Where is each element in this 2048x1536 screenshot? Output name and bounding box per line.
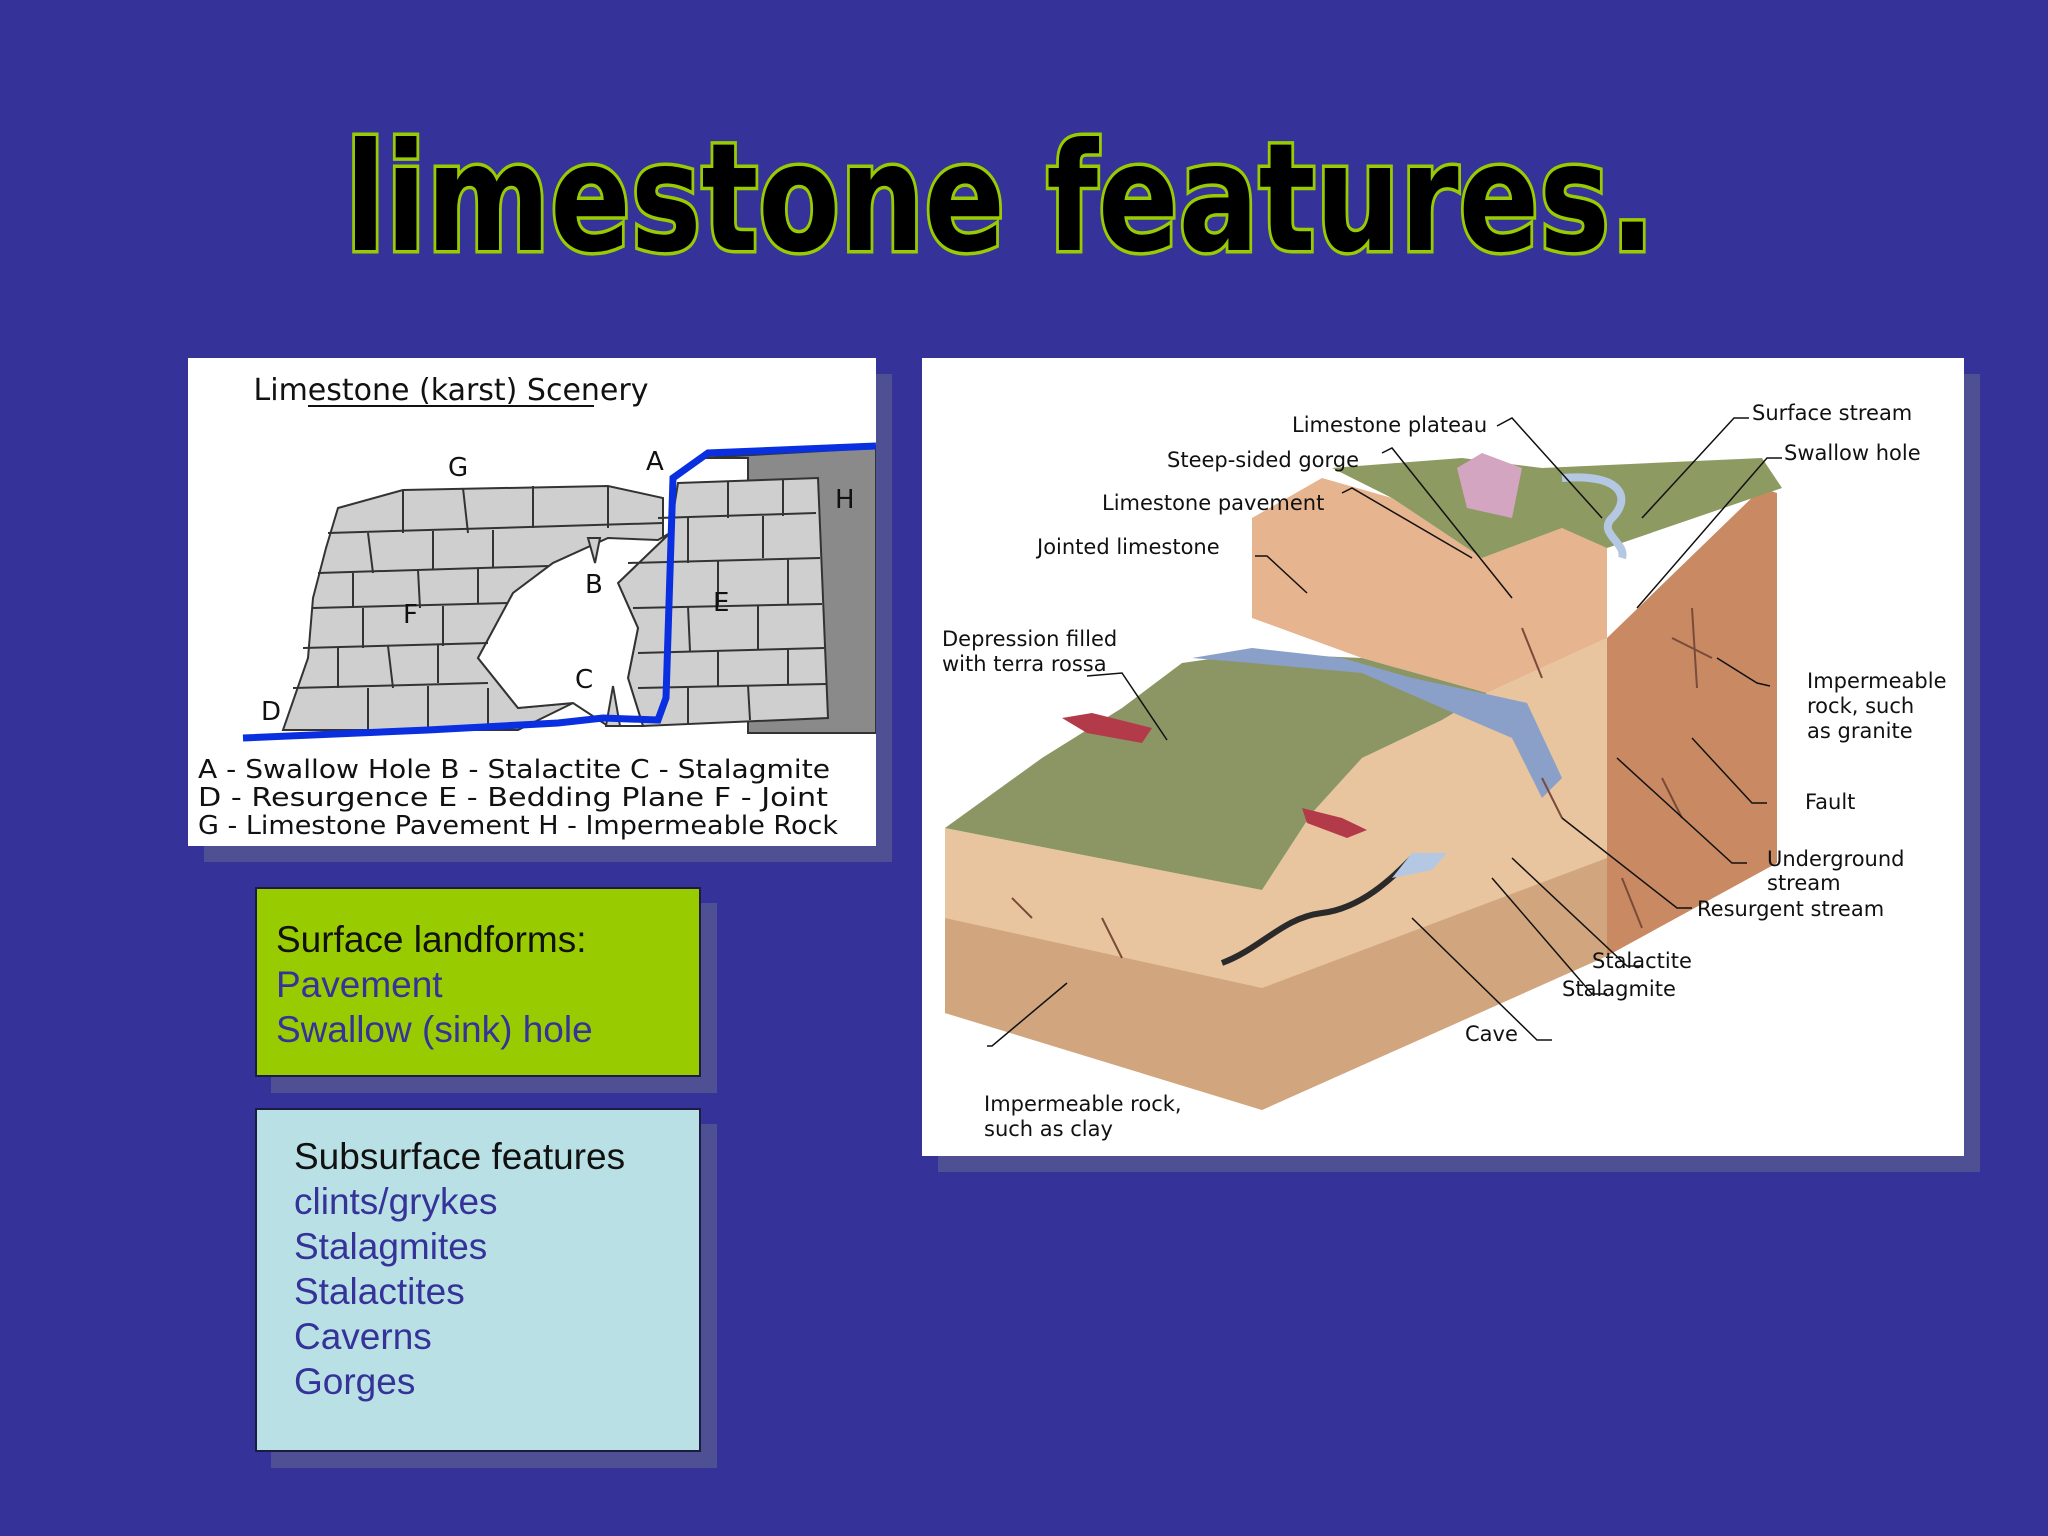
- label-resurgent-stream: Resurgent stream: [1697, 897, 1884, 921]
- limestone-cliff-face: [1252, 478, 1607, 693]
- surface-landforms-box: Surface landforms: Pavement Swallow (sin…: [255, 887, 701, 1077]
- label-c: C: [575, 665, 593, 695]
- label-limestone-pavement: Limestone pavement: [1102, 491, 1324, 515]
- label-jointed-limestone: Jointed limestone: [1035, 535, 1220, 559]
- label-impermeable-clay-1: Impermeable rock,: [984, 1092, 1182, 1116]
- block-diagram-drawing: Limestone plateau Steep-sided gorge Lime…: [942, 401, 1947, 1141]
- impermeable-clay-layer: [945, 858, 1607, 1110]
- label-underground-stream-1: Underground: [1767, 847, 1905, 871]
- label-g: G: [448, 453, 468, 483]
- surface-stream: [1561, 473, 1627, 560]
- label-b: B: [585, 570, 603, 600]
- subsurface-item-stalagmites: Stalagmites: [294, 1226, 488, 1267]
- label-limestone-plateau: Limestone plateau: [1292, 413, 1487, 437]
- bedding-planes: [292, 480, 827, 730]
- label-stalactite: Stalactite: [1592, 949, 1692, 973]
- leader-lines: [987, 417, 1782, 1047]
- slide-title-text: limestone features.: [345, 112, 1655, 286]
- pavement-blocks: [1457, 453, 1522, 518]
- label-a: A: [646, 447, 664, 477]
- karst-diagram-title: Limestone (karst) Scenery: [254, 373, 649, 408]
- lower-limestone-surface: [945, 653, 1487, 890]
- stream-line: [242, 442, 877, 742]
- subsurface-features-heading: Subsurface features: [294, 1136, 626, 1177]
- key-line-3: G - Limestone Pavement H - Impermeable R…: [198, 811, 838, 841]
- key-line-2: D - Resurgence E - Bedding Plane F - Joi…: [198, 783, 828, 813]
- subsurface-item-caverns: Caverns: [294, 1316, 432, 1357]
- cave-passage: [1220, 855, 1415, 966]
- subsurface-item-clints-grykes: clints/grykes: [294, 1181, 498, 1222]
- label-f: F: [403, 600, 418, 630]
- label-depression-line2: with terra rossa: [942, 652, 1107, 676]
- limestone-plateau: [1332, 458, 1782, 558]
- label-stalagmite: Stalagmite: [1562, 977, 1676, 1001]
- karst-block-diagram: Limestone plateau Steep-sided gorge Lime…: [922, 358, 1964, 1156]
- label-steep-sided-gorge: Steep-sided gorge: [1167, 448, 1359, 472]
- label-impermeable-granite-2: rock, such: [1807, 694, 1914, 718]
- label-d: D: [261, 697, 281, 727]
- label-e: E: [713, 588, 729, 618]
- label-underground-stream-2: stream: [1767, 871, 1841, 895]
- cliff-side-face: [1607, 488, 1777, 956]
- fault-lines: [1011, 607, 1713, 959]
- karst-diagram-drawing: Limestone (karst) Scenery: [198, 373, 877, 841]
- stalactite: [586, 537, 602, 564]
- key-line-1: A - Swallow Hole B - Stalactite C - Stal…: [198, 755, 830, 785]
- label-depression-line1: Depression filled: [942, 627, 1117, 651]
- slide-title: limestone features.: [342, 109, 1659, 290]
- underground-stream: [1392, 853, 1447, 878]
- label-surface-stream: Surface stream: [1752, 401, 1912, 425]
- terra-rossa-1: [1062, 713, 1152, 743]
- subsurface-item-stalactites: Stalactites: [294, 1271, 465, 1312]
- terra-rossa-2: [1302, 808, 1367, 838]
- label-cave: Cave: [1465, 1022, 1518, 1046]
- label-impermeable-granite-3: as granite: [1807, 719, 1913, 743]
- surface-item-pavement: Pavement: [276, 964, 443, 1005]
- cave: [476, 532, 671, 727]
- karst-scenery-diagram: Limestone (karst) Scenery: [188, 358, 877, 846]
- surface-item-swallow-hole: Swallow (sink) hole: [276, 1009, 593, 1050]
- label-impermeable-clay-2: such as clay: [984, 1117, 1113, 1141]
- label-h: H: [835, 485, 855, 515]
- label-fault: Fault: [1805, 790, 1855, 814]
- label-impermeable-granite-1: Impermeable: [1807, 669, 1947, 693]
- gorge-river: [1192, 648, 1562, 798]
- surface-landforms-heading: Surface landforms:: [276, 919, 587, 960]
- label-swallow-hole: Swallow hole: [1784, 441, 1921, 465]
- subsurface-item-gorges: Gorges: [294, 1361, 416, 1402]
- subsurface-features-box: Subsurface features clints/grykes Stalag…: [255, 1108, 701, 1452]
